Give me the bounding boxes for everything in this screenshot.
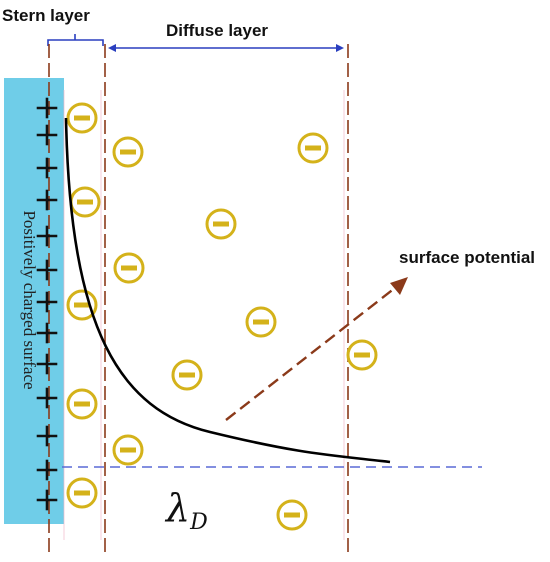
stern-bracket bbox=[47, 34, 104, 46]
plus-sign bbox=[36, 291, 58, 313]
plus-sign bbox=[36, 322, 58, 344]
plus-sign bbox=[36, 225, 58, 247]
plus-sign bbox=[36, 353, 58, 375]
negative-ions bbox=[66, 102, 378, 531]
plus-sign bbox=[36, 157, 58, 179]
plus-sign bbox=[36, 124, 58, 146]
lambda-symbol: λ bbox=[166, 486, 191, 530]
positively-charged-surface-label: Positively charged surface bbox=[20, 210, 39, 390]
diffuse-arrow bbox=[108, 44, 344, 52]
negative-ion-icon bbox=[112, 136, 144, 168]
boundary-lines bbox=[48, 44, 349, 557]
plus-sign bbox=[36, 387, 58, 409]
negative-ion-icon bbox=[245, 306, 277, 338]
negative-ion-icon bbox=[205, 208, 237, 240]
negative-ion-icon bbox=[346, 339, 378, 371]
potential-curve bbox=[64, 117, 391, 464]
plus-sign bbox=[36, 189, 58, 211]
plus-sign bbox=[36, 259, 58, 281]
negative-ion-icon bbox=[66, 102, 98, 134]
surface-label-box: Positively charged surface bbox=[4, 80, 54, 520]
plus-sign bbox=[36, 97, 58, 119]
plus-sign bbox=[36, 489, 58, 511]
negative-ion-icon bbox=[112, 434, 144, 466]
guide-lines bbox=[63, 90, 345, 540]
negative-ion-icon bbox=[171, 359, 203, 391]
negative-ion-icon bbox=[69, 186, 101, 218]
negative-ion-icon bbox=[113, 252, 145, 284]
surface-potential-arrow bbox=[225, 277, 408, 421]
negative-ion-icon bbox=[66, 388, 98, 420]
plus-sign bbox=[36, 459, 58, 481]
stern-layer-label: Stern layer bbox=[2, 6, 90, 25]
negative-ion-icon bbox=[66, 477, 98, 509]
surface-potential-label: surface potential bbox=[399, 248, 536, 267]
plus-sign bbox=[36, 425, 58, 447]
negative-ion-icon bbox=[297, 132, 329, 164]
lambda-subscript: D bbox=[190, 510, 208, 535]
plus-charges bbox=[36, 97, 58, 511]
diffuse-layer-label: Diffuse layer bbox=[166, 21, 269, 40]
debye-length-symbol: λD bbox=[166, 486, 208, 535]
negative-ion-icon bbox=[276, 499, 308, 531]
